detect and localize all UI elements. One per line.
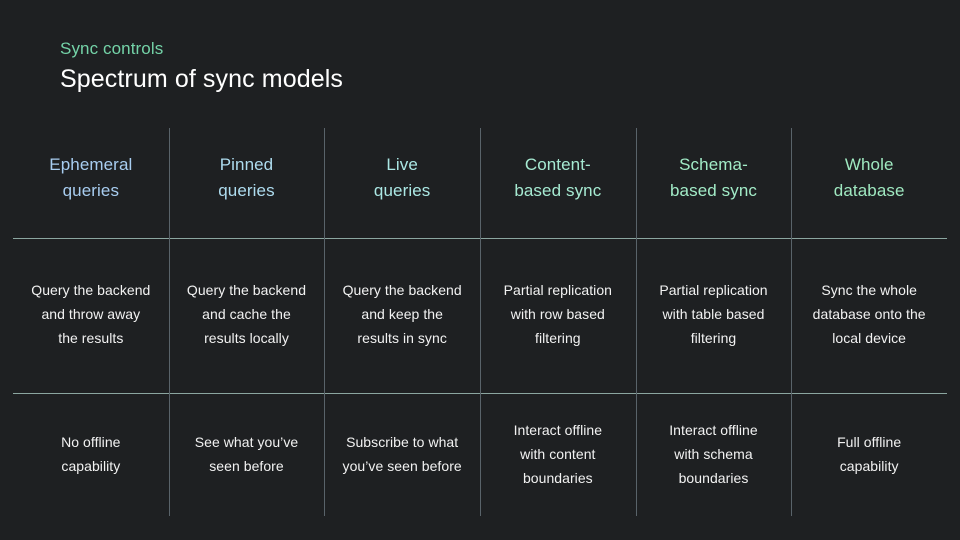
offline-text: Interact offline with schema boundaries: [669, 421, 758, 486]
table-cell-offline-live-queries: Subscribe to what you’ve seen before: [324, 393, 480, 516]
table-header-cell-pinned-queries: Pinned queries: [168, 128, 325, 238]
header-line-2: queries: [218, 181, 275, 200]
column-header-label: Pinned queries: [218, 152, 274, 204]
column-header-label: Content- based sync: [514, 152, 601, 204]
header-line-2: based sync: [669, 181, 757, 200]
slide-header: Sync controls Spectrum of sync models: [60, 38, 343, 95]
header-line-2: database: [833, 181, 905, 200]
offline-text: Interact offline with content boundaries: [513, 421, 603, 486]
table-header-cell-whole-database: Whole database: [791, 128, 947, 238]
table-header-cell-live-queries: Live queries: [324, 128, 480, 238]
header-line-1: Whole: [844, 155, 894, 174]
table-cell-offline-schema-based-sync: Interact offline with schema boundaries: [635, 393, 792, 516]
column-header-label: Schema- based sync: [670, 152, 757, 204]
table-cell-description-schema-based-sync: Partial replication with table based fil…: [635, 238, 792, 393]
table-cell-offline-content-based-sync: Interact offline with content boundaries: [480, 393, 636, 516]
page-title: Spectrum of sync models: [60, 65, 343, 93]
eyebrow-label: Sync controls: [60, 39, 164, 58]
description-text: Sync the whole database onto the local d…: [812, 281, 926, 346]
offline-text: No offline capability: [61, 433, 121, 474]
header-line-2: based sync: [514, 181, 602, 200]
table-cell-description-pinned-queries: Query the backend and cache the results …: [168, 238, 325, 393]
table-cell-description-live-queries: Query the backend and keep the results i…: [324, 238, 480, 393]
table-cell-offline-ephemeral-queries: No offline capability: [13, 393, 169, 516]
description-text: Query the backend and throw away the res…: [31, 281, 151, 346]
header-line-1: Pinned: [219, 155, 274, 174]
table-cell-description-whole-database: Sync the whole database onto the local d…: [791, 238, 947, 393]
description-text: Partial replication with row based filte…: [503, 281, 612, 346]
table-header-cell-content-based-sync: Content- based sync: [480, 128, 636, 238]
table-header-cell-schema-based-sync: Schema- based sync: [635, 128, 792, 238]
table-cell-description-ephemeral-queries: Query the backend and throw away the res…: [13, 238, 169, 393]
offline-text: See what you’ve seen before: [194, 433, 299, 474]
header-line-2: queries: [373, 181, 431, 200]
column-header-label: Live queries: [374, 152, 430, 204]
offline-text: Subscribe to what you’ve seen before: [342, 433, 462, 474]
column-header-label: Whole database: [834, 152, 905, 204]
header-line-1: Ephemeral: [49, 155, 133, 174]
table-header-cell-ephemeral-queries: Ephemeral queries: [13, 128, 169, 238]
header-line-2: queries: [62, 181, 120, 200]
header-line-1: Live: [386, 155, 418, 174]
table-cell-description-content-based-sync: Partial replication with row based filte…: [480, 238, 636, 393]
column-header-label: Ephemeral queries: [49, 152, 132, 204]
description-text: Partial replication with table based fil…: [659, 281, 768, 346]
description-text: Query the backend and keep the results i…: [342, 281, 462, 346]
header-line-1: Schema-: [679, 155, 748, 174]
header-line-1: Content-: [524, 155, 591, 174]
table-cell-offline-pinned-queries: See what you’ve seen before: [168, 393, 325, 516]
sync-models-table: Ephemeral queries Pinned queries Live qu…: [13, 128, 947, 516]
offline-text: Full offline capability: [837, 433, 902, 474]
description-text: Query the backend and cache the results …: [186, 281, 307, 346]
table-cell-offline-whole-database: Full offline capability: [791, 393, 947, 516]
